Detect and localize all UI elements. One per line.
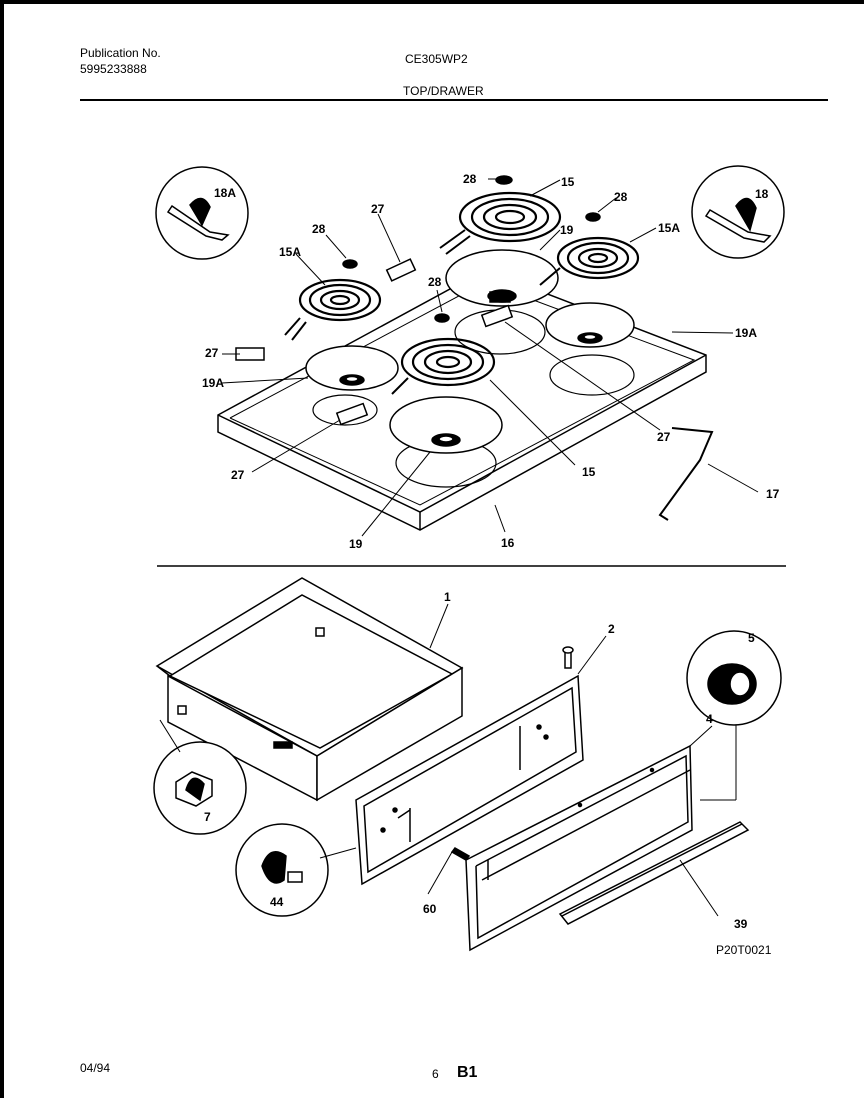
drawer-handle xyxy=(558,821,750,925)
callout-19a-left: 19A xyxy=(202,376,224,390)
drawer-body xyxy=(155,577,464,802)
bracket-detail xyxy=(166,197,772,243)
section-title: TOP/DRAWER xyxy=(403,84,484,98)
footer-date: 04/94 xyxy=(80,1061,111,1075)
callout-28-right: 28 xyxy=(614,190,628,204)
callout-27-bottom: 27 xyxy=(231,468,245,482)
screw xyxy=(450,847,471,861)
callout-2: 2 xyxy=(608,622,615,636)
callout-19a-right: 19A xyxy=(735,326,757,340)
drawer-panel xyxy=(465,744,693,952)
callout-19-top: 19 xyxy=(560,223,574,237)
callout-44: 44 xyxy=(270,895,284,909)
callout-39: 39 xyxy=(734,917,748,931)
callout-28-left: 28 xyxy=(312,222,326,236)
callout-19-bottom: 19 xyxy=(349,537,363,551)
element-terminal xyxy=(284,229,561,395)
header-rule xyxy=(80,99,828,101)
publication-number: 5995233888 xyxy=(80,62,147,76)
leader-line xyxy=(159,603,737,917)
callout-15a-left: 15A xyxy=(279,245,301,259)
callout-27-right: 27 xyxy=(657,430,671,444)
callout-18: 18 xyxy=(755,187,769,201)
callout-15-top: 15 xyxy=(561,175,575,189)
trim-ring xyxy=(342,175,601,323)
model-number: CE305WP2 xyxy=(405,52,468,66)
callout-15-bottom: 15 xyxy=(582,465,596,479)
drawer-front-panel xyxy=(355,646,584,886)
callout-1: 1 xyxy=(444,590,451,604)
callout-5: 5 xyxy=(748,631,755,645)
callout-60: 60 xyxy=(423,902,437,916)
footer-sheet: B1 xyxy=(457,1064,478,1081)
callout-18a: 18A xyxy=(214,186,236,200)
callout-28-top: 28 xyxy=(463,172,477,186)
callout-15a-right: 15A xyxy=(658,221,680,235)
callout-17: 17 xyxy=(766,487,780,501)
leader-line xyxy=(221,178,759,537)
page-border-left xyxy=(0,0,4,1098)
callout-27-top: 27 xyxy=(371,202,385,216)
part-detail xyxy=(175,663,757,884)
callout-27-left: 27 xyxy=(205,346,219,360)
footer-page-number: 6 xyxy=(432,1067,439,1081)
diagram-code: P20T0021 xyxy=(716,943,772,957)
callout-4: 4 xyxy=(706,712,713,726)
callout-16: 16 xyxy=(501,536,515,550)
drip-bowl xyxy=(305,249,635,454)
coil-element xyxy=(298,191,640,387)
prop-rod xyxy=(658,427,714,521)
page-border-top xyxy=(0,0,864,4)
callout-28-center: 28 xyxy=(428,275,442,289)
terminal-block xyxy=(235,258,514,426)
callout-7: 7 xyxy=(204,810,211,824)
publication-label: Publication No. xyxy=(80,46,161,60)
